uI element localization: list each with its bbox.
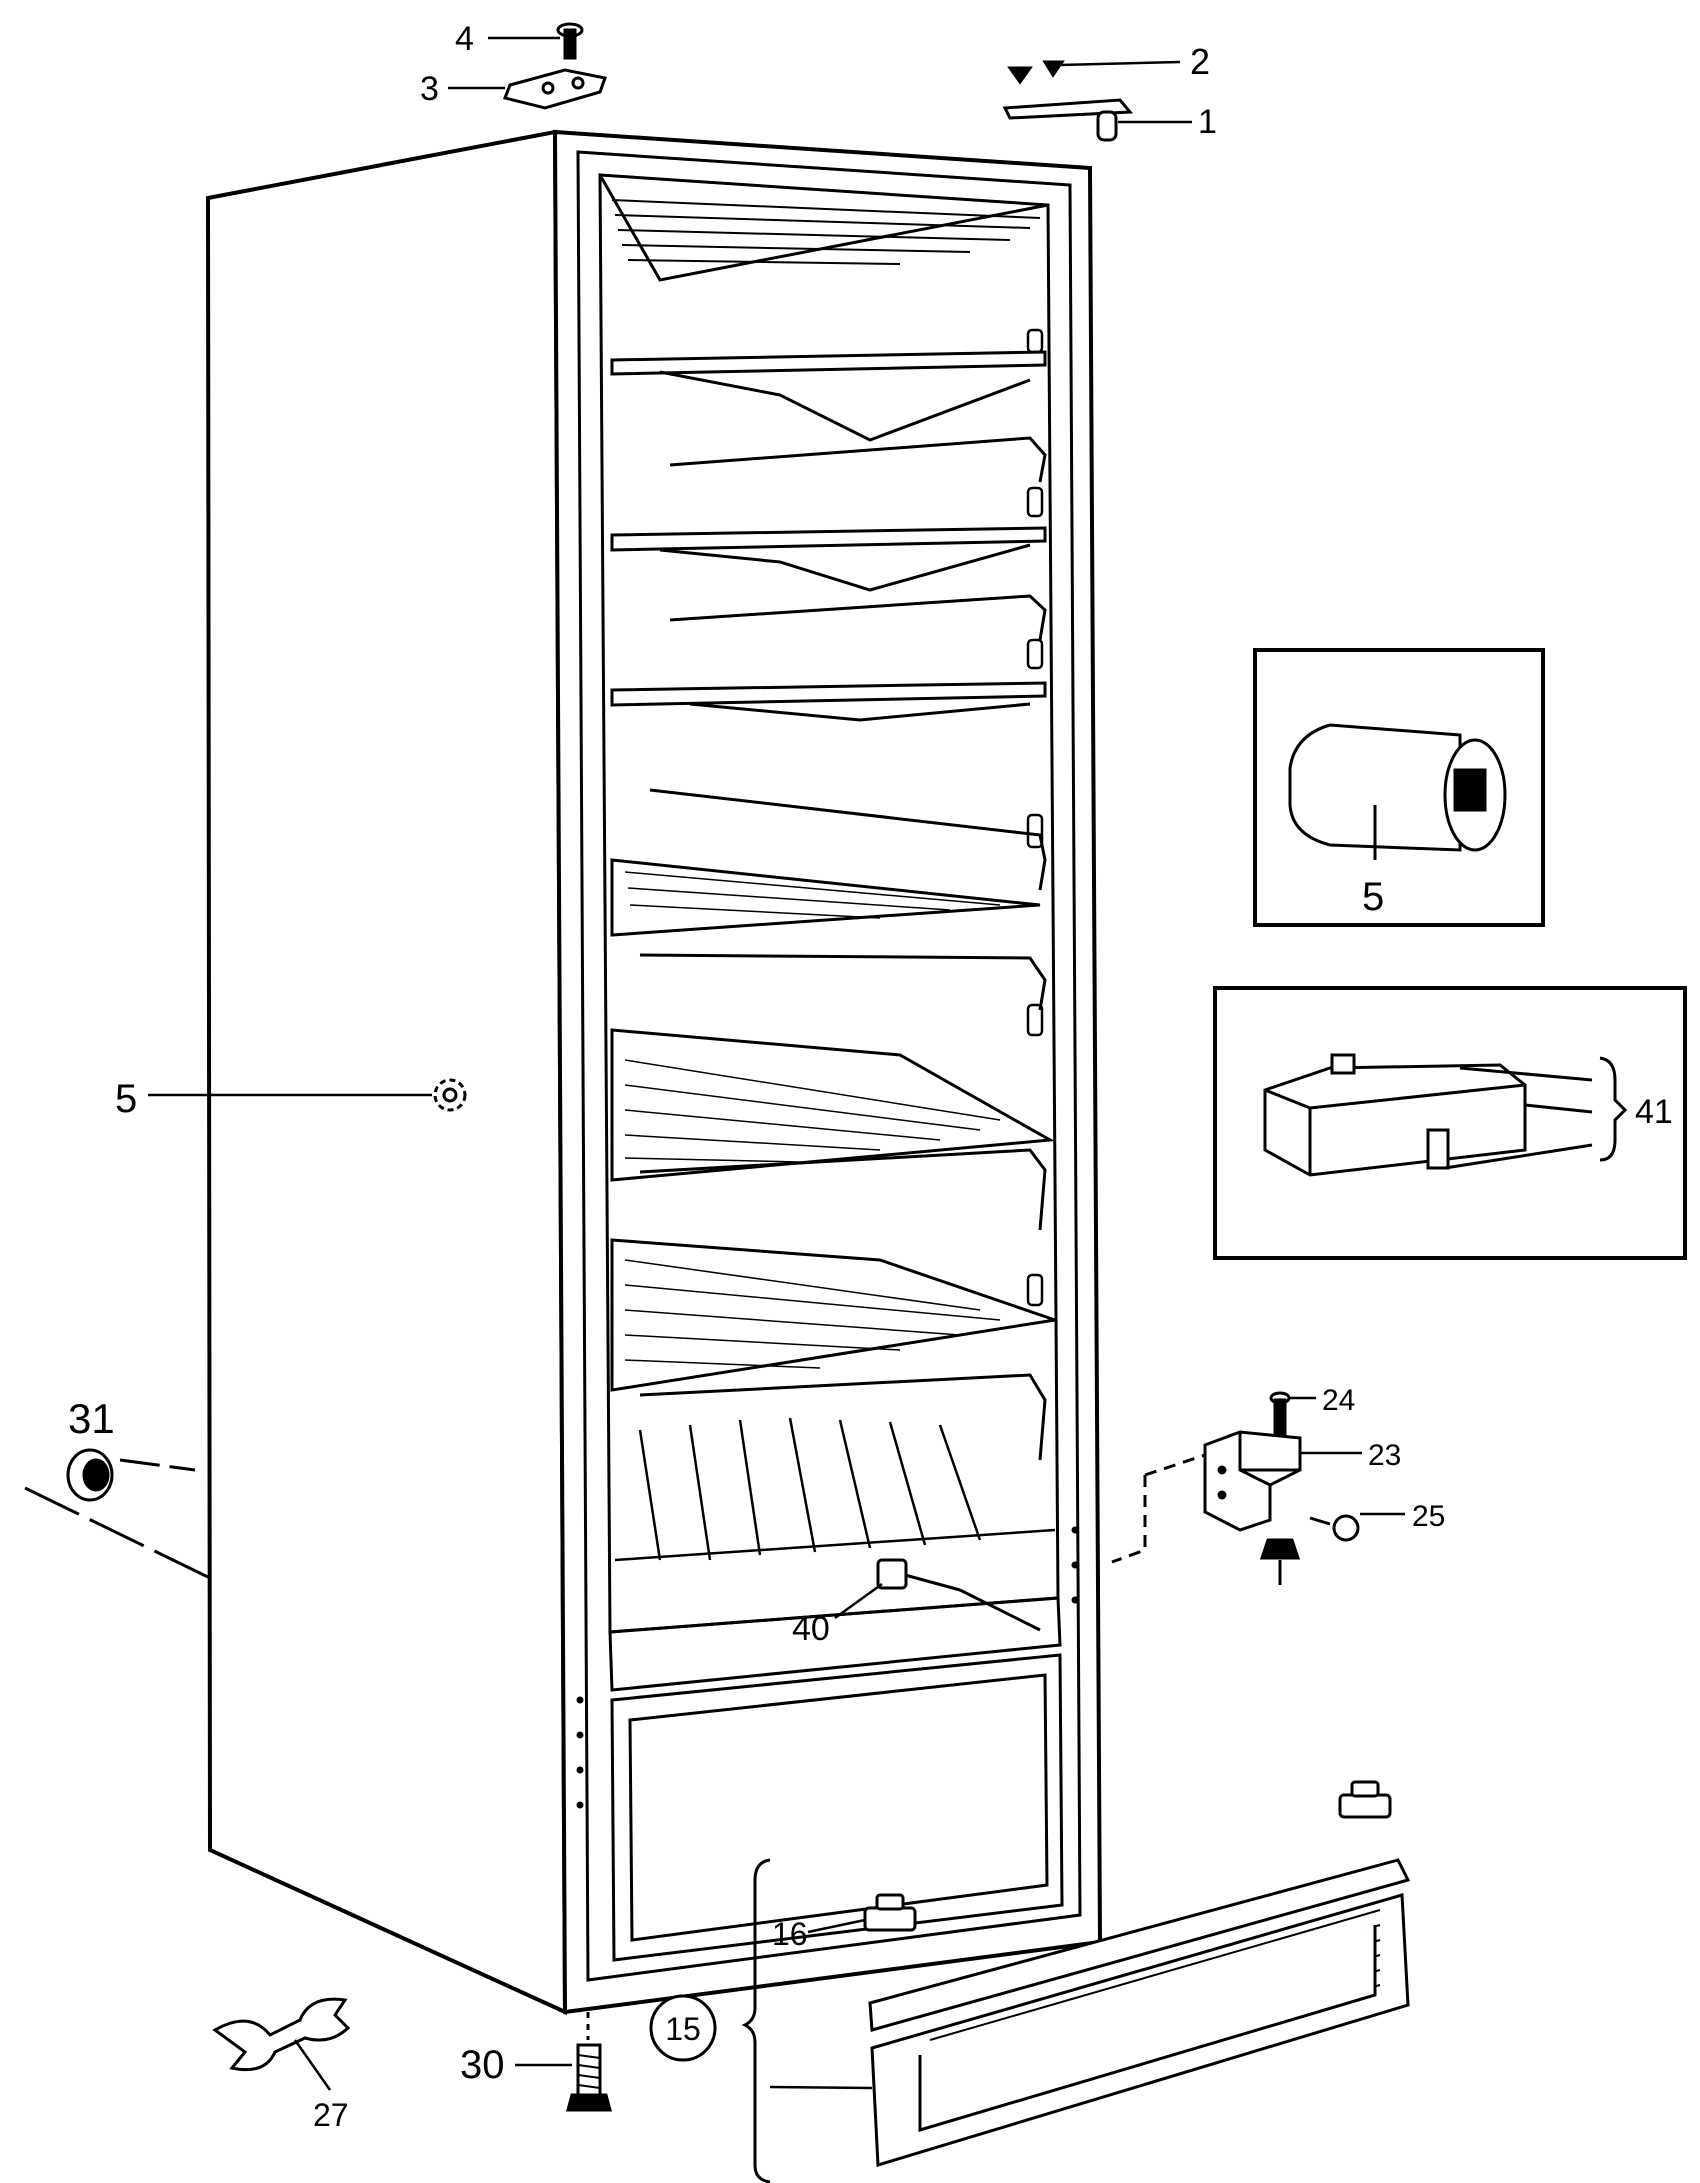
- callout-2: 2: [1190, 41, 1210, 82]
- part-24-pin: [1269, 1391, 1291, 1442]
- part-30-leg: [566, 2012, 612, 2112]
- shelf-3: [610, 681, 1047, 707]
- cabinet-inner-liner: [576, 150, 1082, 1982]
- callout-labels: 1 2 3 4 5 5 41 31 24 23 25 40 30 27 16 1…: [68, 20, 1673, 2133]
- shelf-1: [610, 350, 1047, 376]
- part-1-hinge: [1002, 98, 1134, 142]
- callout-31: 31: [68, 1395, 115, 1442]
- callout-23: 23: [1368, 1439, 1401, 1472]
- grille-clip: [1338, 1780, 1392, 1819]
- evaporator-coils: [614, 1417, 1056, 1562]
- cabinet-front-frame: [552, 129, 1103, 2015]
- top-wire-grid: [611, 199, 1041, 265]
- shelves: [610, 199, 1056, 1562]
- part-3-plate: [502, 68, 607, 110]
- callout-1: 1: [1198, 103, 1217, 141]
- wire-shelf-4: [610, 858, 1041, 937]
- part-5-plug: [433, 1078, 467, 1112]
- inset-part-5: [1253, 648, 1545, 927]
- part-16-clip: [863, 1893, 917, 1932]
- callout-16: 16: [772, 1916, 808, 1952]
- callout-30: 30: [460, 2043, 505, 2087]
- door-hinge-parts: [1111, 1391, 1360, 1585]
- leader-lines: [148, 36, 1405, 2091]
- cabinet-side-panel: [205, 129, 568, 2016]
- shelf-2: [610, 526, 1047, 552]
- callout-41: 41: [1635, 1093, 1673, 1131]
- callout-3: 3: [420, 70, 439, 108]
- callout-24: 24: [1322, 1384, 1355, 1417]
- wire-shelf-5: [610, 1028, 1055, 1182]
- callout-27: 27: [313, 2097, 349, 2133]
- callout-5-side: 5: [115, 1077, 137, 1121]
- hinge-lower-pin: [1259, 1538, 1301, 1585]
- callout-4: 4: [455, 20, 474, 58]
- part-15-base-grille: [649, 1780, 1411, 2183]
- callout-5-inset: 5: [1362, 875, 1384, 919]
- part-27-wrench: [212, 1997, 351, 2072]
- part-4-screw: [556, 22, 584, 60]
- inset-part-41: [1213, 986, 1687, 1260]
- part-31-roller: [24, 1448, 211, 1580]
- wire-shelf-6: [610, 1238, 1056, 1392]
- shelf-brackets: [1026, 328, 1044, 1307]
- part-40-bracket: [876, 1558, 1041, 1632]
- part-23-bracket: [1203, 1430, 1302, 1532]
- part-25-screw: [1309, 1514, 1360, 1542]
- bottom-frame: [576, 1526, 1079, 1962]
- top-hinge-parts: [502, 22, 1134, 142]
- part-2-screws: [1007, 60, 1065, 85]
- callout-15: 15: [665, 2011, 701, 2047]
- cabinet: [205, 129, 1103, 2016]
- callout-25: 25: [1412, 1500, 1445, 1533]
- callout-40: 40: [792, 1610, 830, 1648]
